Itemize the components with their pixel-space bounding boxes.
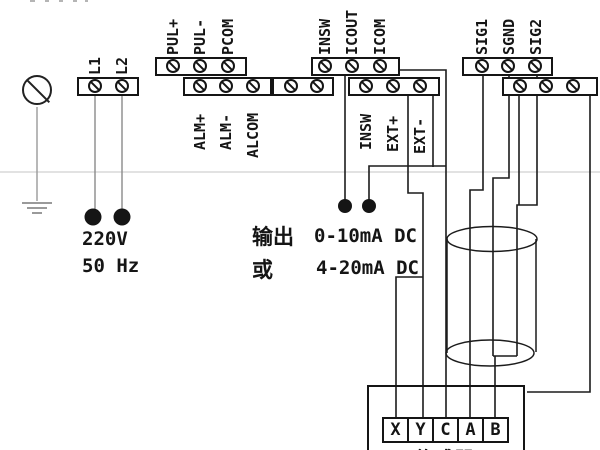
current-output-terminal-block	[311, 57, 400, 76]
output-label: 输出	[252, 225, 294, 249]
frequency-label: 50 Hz	[82, 255, 140, 277]
right-spare-terminal-block	[502, 77, 598, 96]
screw-terminal-icon	[88, 79, 102, 93]
output-dot	[338, 199, 352, 213]
screw-terminal-icon	[528, 59, 542, 73]
output-dot	[362, 199, 376, 213]
earth-ground-icon	[22, 107, 52, 214]
screw-terminal-icon	[166, 59, 180, 73]
output-range-1: 0-10mA DC	[314, 225, 417, 247]
terminal-label-sig2: SIG2	[527, 18, 545, 55]
sensor-terminal-x: X	[382, 417, 409, 443]
spare-terminal-block	[272, 77, 334, 96]
screw-terminal-icon	[566, 79, 580, 93]
terminal-label-ext-minus: EXT-	[411, 117, 429, 154]
external-terminal-block	[348, 77, 440, 96]
terminal-label-alcom: ALCOM	[244, 112, 262, 158]
screw-terminal-icon	[359, 79, 373, 93]
screw-terminal-icon	[284, 79, 298, 93]
screw-terminal-icon	[219, 79, 233, 93]
output-range-2: 4-20mA DC	[316, 257, 419, 279]
screw-terminal-icon	[501, 59, 515, 73]
pulse-terminal-block	[155, 57, 247, 76]
ground-screw-icon	[22, 75, 52, 105]
terminal-label-insw-top: INSW	[316, 18, 334, 55]
sensor-terminal-y: Y	[407, 417, 434, 443]
terminal-label-pcom: PCOM	[219, 18, 237, 55]
screw-terminal-icon	[386, 79, 400, 93]
sensor-terminal-c: C	[432, 417, 459, 443]
signal-wires	[344, 69, 591, 420]
terminal-label-l1: L1	[86, 56, 104, 75]
screw-terminal-icon	[318, 59, 332, 73]
terminal-label-pul-minus: PUL-	[191, 18, 209, 55]
terminal-label-icout: ICOUT	[343, 9, 361, 55]
terminal-label-alm-plus: ALM+	[191, 113, 209, 150]
screw-terminal-icon	[193, 79, 207, 93]
terminal-label-pul-plus: PUL+	[164, 18, 182, 55]
terminal-label-l2: L2	[113, 56, 131, 75]
screw-terminal-icon	[310, 79, 324, 93]
screw-terminal-icon	[413, 79, 427, 93]
or-label: 或	[252, 258, 273, 282]
screw-terminal-icon	[475, 59, 489, 73]
voltage-label: 220V	[82, 228, 128, 250]
terminal-label-ext-plus: EXT+	[384, 115, 402, 152]
mains-wires	[94, 96, 123, 209]
terminal-label-sgnd: SGND	[500, 18, 518, 55]
screw-terminal-icon	[221, 59, 235, 73]
alarm-terminal-block	[183, 77, 272, 96]
screw-terminal-icon	[115, 79, 129, 93]
signal-terminal-block	[462, 57, 553, 76]
wire-end-dot	[84, 208, 102, 226]
screw-terminal-icon	[513, 79, 527, 93]
sensor-box	[367, 385, 525, 450]
screw-terminal-icon	[373, 59, 387, 73]
terminal-label-icom: ICOM	[371, 18, 389, 55]
power-terminal-block	[77, 77, 139, 96]
sensor-cylinder	[445, 225, 538, 367]
sensor-caption: 传感器	[367, 443, 521, 450]
screw-terminal-icon	[246, 79, 260, 93]
terminal-label-insw: INSW	[357, 113, 375, 150]
screw-terminal-icon	[345, 59, 359, 73]
sensor-terminal-b: B	[482, 417, 509, 443]
terminal-label-sig1: SIG1	[473, 18, 491, 55]
screw-terminal-icon	[539, 79, 553, 93]
wire-end-dot	[113, 208, 131, 226]
sensor-terminal-a: A	[457, 417, 484, 443]
screw-terminal-icon	[193, 59, 207, 73]
terminal-label-alm-minus: ALM-	[217, 113, 235, 150]
